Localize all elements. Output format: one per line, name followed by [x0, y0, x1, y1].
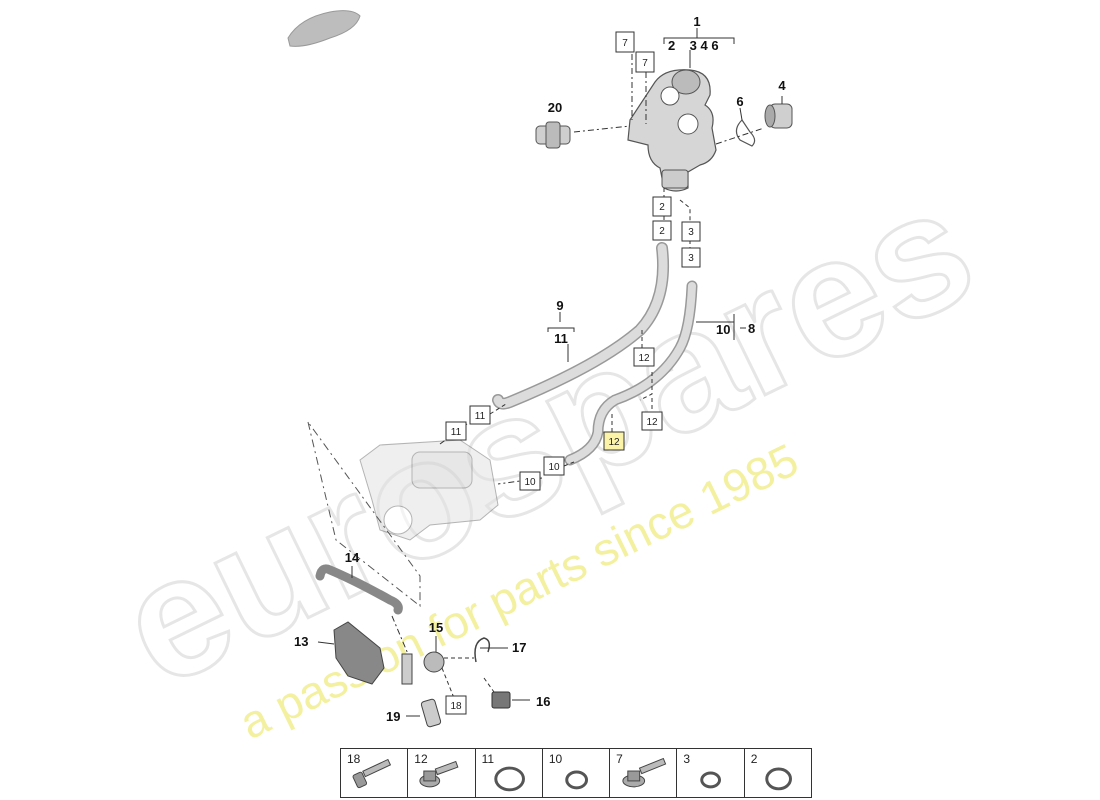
box-3-a: 3 — [688, 227, 694, 238]
dashed-outline — [307, 421, 421, 608]
callout-1-subparts: 2 3 4 6 — [668, 38, 719, 53]
seal-6 — [735, 119, 756, 147]
callout-6: 6 — [736, 94, 743, 109]
watermark: eurospares a passion for parts since 198… — [91, 149, 1001, 749]
callout-8: 8 — [748, 321, 755, 336]
callout-10: 10 — [716, 322, 730, 337]
callout-19: 19 — [386, 709, 400, 724]
box-10-a: 10 — [548, 462, 560, 473]
legend-cell-3: 3 — [677, 749, 745, 797]
callout-9: 9 — [556, 298, 563, 313]
cap-4 — [764, 103, 793, 129]
legend-num: 2 — [750, 752, 758, 766]
legend-num: 18 — [347, 752, 361, 766]
callout-15: 15 — [429, 620, 443, 635]
box-7-a: 7 — [622, 38, 628, 49]
box-11-b: 11 — [451, 427, 462, 438]
car-silhouette-icon — [287, 10, 361, 47]
callout-13: 13 — [294, 634, 308, 649]
bracket-13 — [333, 621, 385, 685]
box-7-b: 7 — [642, 58, 648, 69]
connector-20 — [535, 121, 571, 149]
box-12-c: 12 — [608, 437, 620, 448]
callout-16: 16 — [536, 694, 550, 709]
flange-bolt-icon — [419, 760, 459, 788]
box-2-a: 2 — [659, 202, 665, 213]
valve-housing — [627, 69, 717, 192]
callout-20: 20 — [548, 100, 562, 115]
box-3-b: 3 — [688, 253, 694, 264]
ring-seal-icon — [764, 767, 792, 791]
box-2-b: 2 — [659, 226, 665, 237]
watermark-brand: eurospares — [93, 151, 1000, 724]
box-12-b: 12 — [646, 417, 658, 428]
legend-cell-12: 12 — [408, 749, 476, 797]
box-18: 18 — [450, 701, 462, 712]
callout-11: 11 — [554, 331, 568, 346]
box-10-b: 10 — [524, 477, 536, 488]
ring-seal-icon — [493, 766, 525, 792]
bolt-icon — [352, 758, 392, 789]
legend-num: 7 — [616, 752, 623, 766]
legend-num: 10 — [548, 752, 563, 766]
legend-cell-11: 11 — [476, 749, 543, 797]
legend-cell-10: 10 — [543, 749, 611, 797]
sensor-15 — [401, 651, 445, 685]
legend-cell-2: 2 — [745, 749, 811, 797]
legend-num: 11 — [481, 752, 495, 766]
connector-16 — [491, 691, 511, 709]
callout-14: 14 — [345, 550, 360, 565]
legend-num: 12 — [414, 752, 428, 766]
ring-seal-icon — [565, 770, 588, 790]
legend-cell-18: 18 — [341, 749, 409, 797]
flange-bolt-icon — [622, 757, 667, 788]
box-12-a: 12 — [638, 353, 650, 364]
legend-num: 3 — [683, 752, 691, 766]
box-11-a: 11 — [475, 411, 486, 422]
hose-14 — [315, 564, 403, 615]
pump-assembly — [359, 439, 499, 541]
ring-seal-icon — [700, 771, 722, 789]
callout-4: 4 — [778, 78, 786, 93]
boxed-labels: 7 7 2 2 3 3 12 12 12 11 11 10 10 18 — [445, 31, 701, 715]
callout-1: 1 — [693, 14, 700, 29]
fastener-legend: 18 12 11 10 7 3 — [340, 748, 812, 798]
clip-17 — [474, 637, 491, 663]
part-19 — [420, 698, 442, 728]
callout-17: 17 — [512, 640, 526, 655]
legend-cell-7: 7 — [610, 749, 678, 797]
